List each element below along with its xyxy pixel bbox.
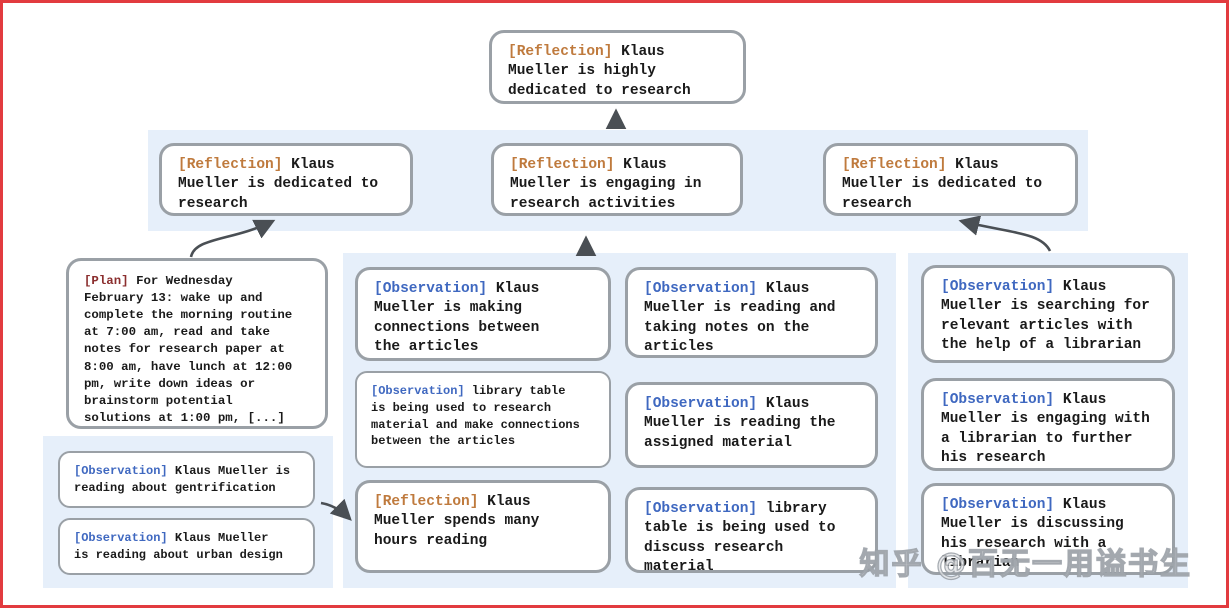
node-obs-taking-notes: [Observation] Klaus Mueller is reading a… (625, 267, 878, 358)
node-text: Klaus Mueller is dedicated to research (178, 157, 379, 212)
node-text: Klaus Mueller is making connections betw… (374, 281, 540, 355)
observation-tag: [Observation] (644, 396, 758, 412)
node-root-reflection: [Reflection] Klaus Mueller is highly ded… (489, 30, 746, 104)
node-text: Klaus Mueller is reading the assigned ma… (644, 396, 836, 451)
observation-tag: [Observation] (941, 392, 1055, 408)
node-reflection-dedicated-1: [Reflection] Klaus Mueller is dedicated … (159, 143, 413, 216)
observation-tag: [Observation] (374, 281, 488, 297)
node-obs-library-table-research: [Observation] library table is being use… (355, 371, 611, 468)
node-text: For Wednesday February 13: wake up and c… (84, 274, 293, 425)
reflection-tag: [Reflection] (178, 157, 283, 173)
node-text: Klaus Mueller is reading and taking note… (644, 281, 836, 355)
node-obs-engaging-librarian: [Observation] Klaus Mueller is engaging … (921, 378, 1175, 471)
reflection-tag: [Reflection] (842, 157, 947, 173)
node-text: Klaus Mueller spends many hours reading (374, 494, 540, 549)
node-text: Klaus Mueller is dedicated to research (842, 157, 1043, 212)
node-text: library table is being used to research … (371, 384, 580, 449)
reflection-tag: [Reflection] (510, 157, 615, 173)
node-reflection-dedicated-2: [Reflection] Klaus Mueller is dedicated … (823, 143, 1078, 216)
reflection-tag: [Reflection] (374, 494, 479, 510)
node-text: Klaus Mueller is discussing his research… (941, 497, 1124, 571)
observation-tag: [Observation] (941, 279, 1055, 295)
node-reflection-engaging: [Reflection] Klaus Mueller is engaging i… (491, 143, 743, 216)
node-text: Klaus Mueller is searching for relevant … (941, 279, 1150, 353)
node-text: Klaus Mueller is highly dedicated to res… (508, 44, 691, 99)
reflection-tag: [Reflection] (508, 44, 613, 60)
node-text: Klaus Mueller is reading about urban des… (74, 531, 283, 562)
node-obs-assigned-material: [Observation] Klaus Mueller is reading t… (625, 382, 878, 468)
node-obs-gentrification: [Observation] Klaus Mueller is reading a… (58, 451, 315, 508)
node-obs-making-connections: [Observation] Klaus Mueller is making co… (355, 267, 611, 361)
node-text: library table is being used to discuss r… (644, 501, 836, 575)
node-text: Klaus Mueller is reading about gentrific… (74, 464, 291, 495)
observation-tag: [Observation] (74, 531, 168, 545)
zhihu-watermark: 知乎 @百无一用谥书生 (859, 546, 1192, 582)
node-plan: [Plan] For Wednesday February 13: wake u… (66, 258, 328, 429)
node-obs-searching-articles: [Observation] Klaus Mueller is searching… (921, 265, 1175, 363)
observation-tag: [Observation] (644, 281, 758, 297)
node-reflection-hours-reading: [Reflection] Klaus Mueller spends many h… (355, 480, 611, 573)
node-obs-urban-design: [Observation] Klaus Mueller is reading a… (58, 518, 315, 575)
node-obs-discussing-librarian: [Observation] Klaus Mueller is discussin… (921, 483, 1175, 575)
observation-tag: [Observation] (371, 384, 465, 398)
plan-tag: [Plan] (84, 274, 129, 288)
node-text: Klaus Mueller is engaging in research ac… (510, 157, 702, 212)
observation-tag: [Observation] (941, 497, 1055, 513)
node-text: Klaus Mueller is engaging with a librari… (941, 392, 1150, 466)
observation-tag: [Observation] (74, 464, 168, 478)
observation-tag: [Observation] (644, 501, 758, 517)
node-obs-library-table-discuss: [Observation] library table is being use… (625, 487, 878, 575)
